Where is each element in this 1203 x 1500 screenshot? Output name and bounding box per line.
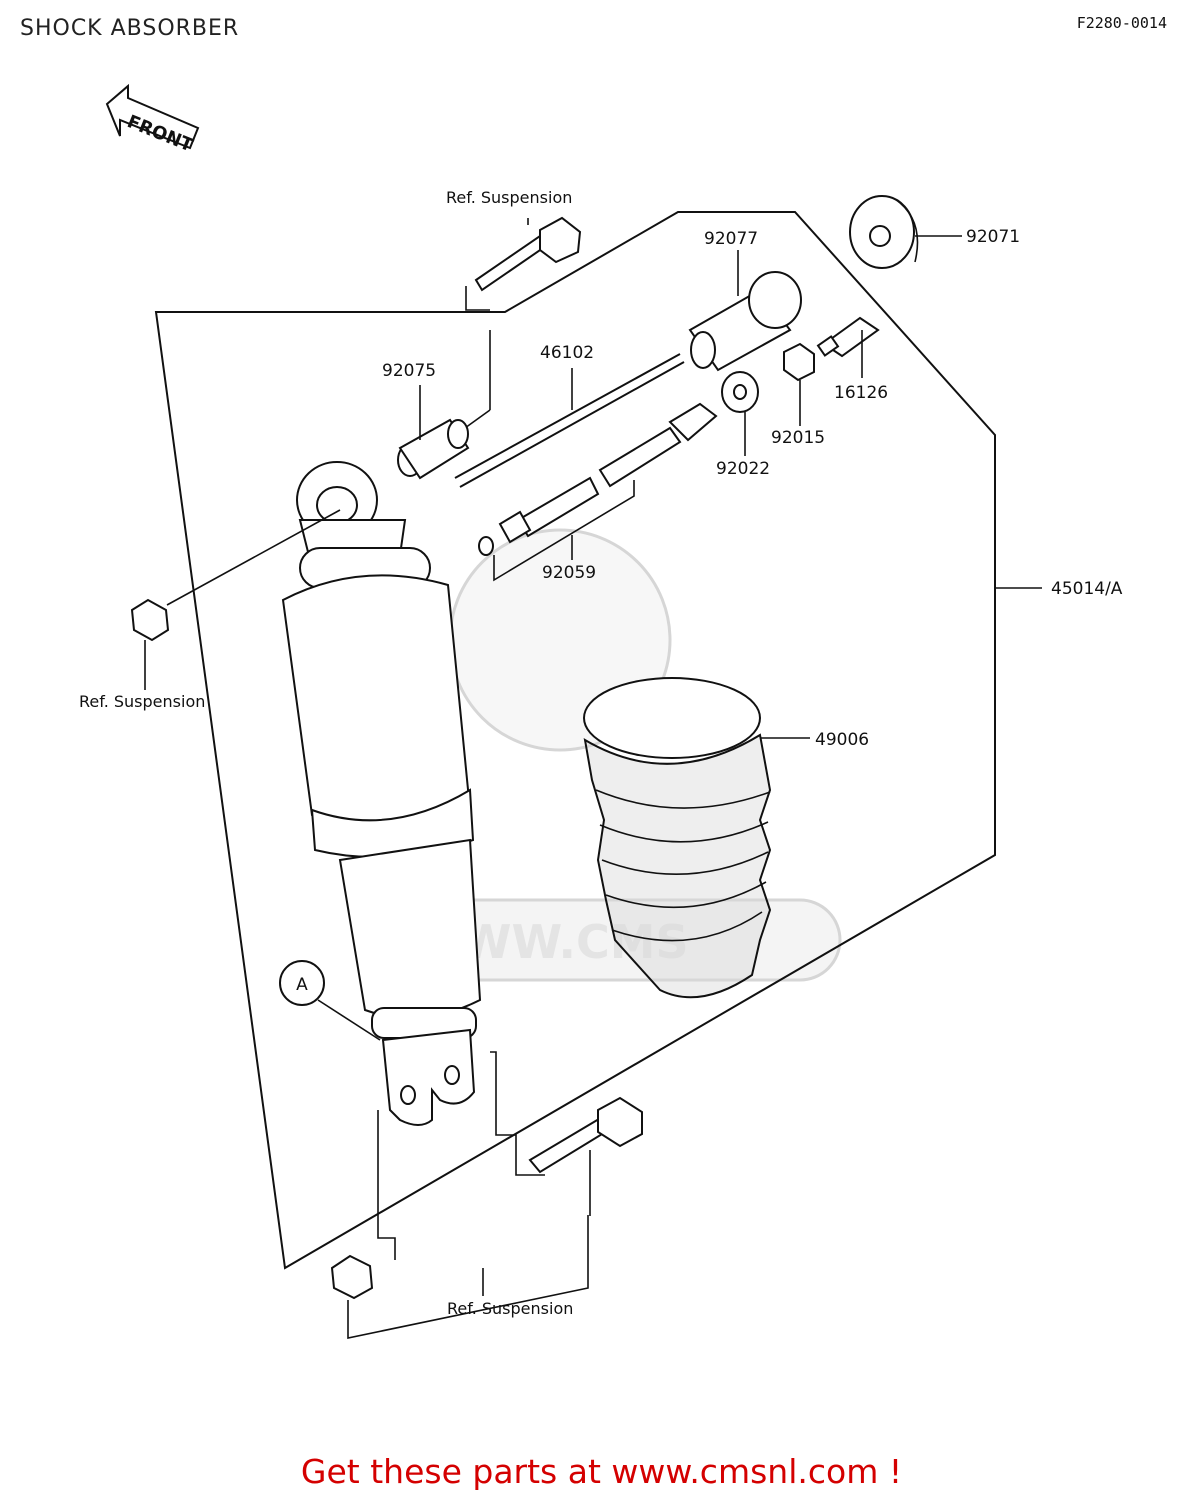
boot-49006 bbox=[583, 677, 772, 999]
part-label-92059[interactable]: 92059 bbox=[542, 563, 596, 583]
top-bolt bbox=[474, 216, 582, 292]
grommet-92071 bbox=[849, 195, 919, 269]
part-label-46102[interactable]: 46102 bbox=[540, 343, 594, 363]
part-label-45014a[interactable]: 45014/A bbox=[1051, 579, 1123, 599]
top-left-nut bbox=[130, 598, 170, 642]
callout-a-label: A bbox=[296, 975, 308, 995]
front-arrow-icon: FRONT bbox=[105, 83, 200, 157]
diagram-code: F2280-0014 bbox=[1076, 14, 1167, 32]
part-label-92075[interactable]: 92075 bbox=[382, 361, 436, 381]
footer-promo-link[interactable]: Get these parts at www.cmsnl.com ! bbox=[300, 1452, 903, 1491]
part-label-92077[interactable]: 92077 bbox=[704, 229, 758, 249]
assembly-frame bbox=[154, 211, 996, 1270]
rod-46102 bbox=[454, 353, 681, 479]
part-label-16126[interactable]: 16126 bbox=[834, 383, 888, 403]
part-label-92022[interactable]: 92022 bbox=[716, 459, 770, 479]
ref-suspension-bottom: Ref. Suspension bbox=[447, 1299, 573, 1318]
bushing-92075 bbox=[397, 418, 470, 480]
washer-92022 bbox=[721, 371, 759, 413]
part-label-49006[interactable]: 49006 bbox=[815, 730, 869, 750]
front-label: FRONT bbox=[124, 111, 196, 157]
callout-a[interactable]: A bbox=[279, 960, 325, 1006]
lower-nut bbox=[330, 1254, 374, 1300]
part-label-92071[interactable]: 92071 bbox=[966, 227, 1020, 247]
lower-bolt bbox=[528, 1096, 643, 1174]
shock-absorber bbox=[281, 461, 482, 1126]
ref-suspension-top: Ref. Suspension bbox=[446, 188, 572, 207]
part-label-92015[interactable]: 92015 bbox=[771, 428, 825, 448]
collar-92077 bbox=[688, 271, 802, 372]
valve-16126 bbox=[816, 316, 880, 358]
ref-suspension-left: Ref. Suspension bbox=[79, 692, 205, 711]
page-title: SHOCK ABSORBER bbox=[20, 16, 240, 41]
nut-92015 bbox=[783, 342, 815, 382]
hose-92059 bbox=[478, 402, 718, 556]
